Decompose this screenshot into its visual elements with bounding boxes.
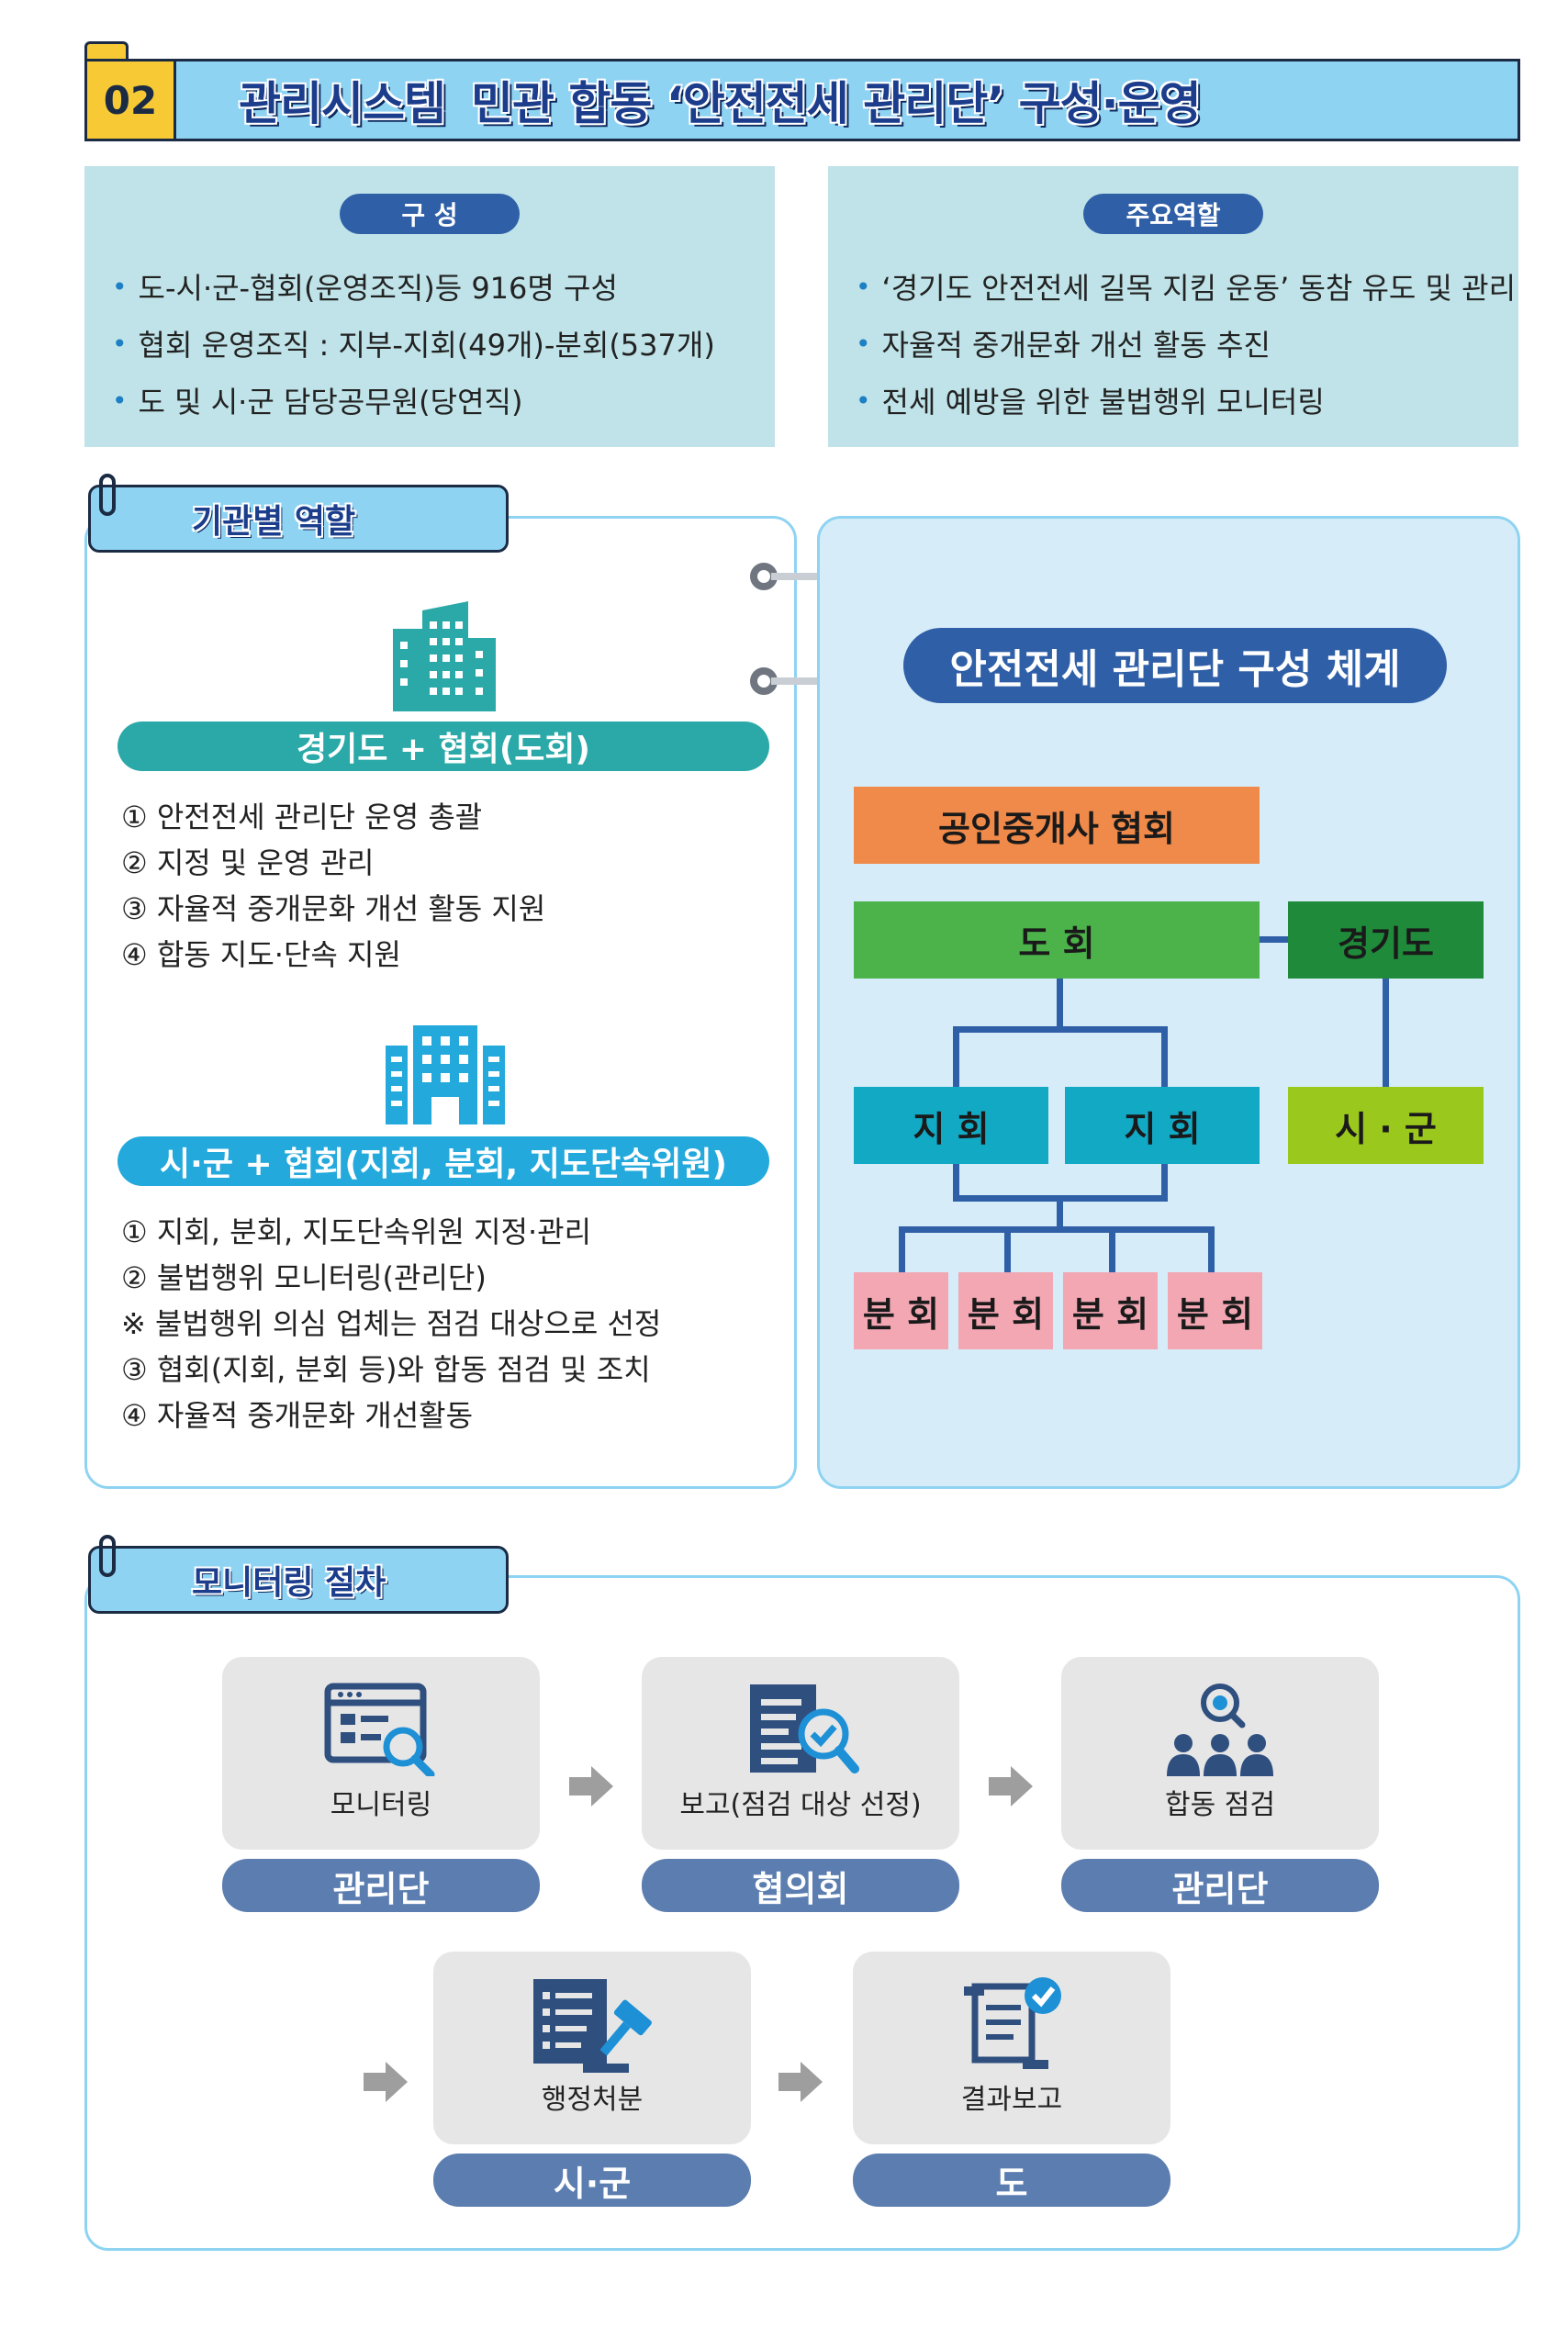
- step-card-report: 보고(점검 대상 선정): [642, 1657, 959, 1850]
- step-label: 보고(점검 대상 선정): [679, 1789, 922, 1821]
- building-icon: [393, 601, 496, 711]
- paperclip-icon: [99, 474, 116, 516]
- connector-line: [1161, 1164, 1168, 1201]
- step-card-administrative-action: 행정처분: [433, 1952, 751, 2144]
- monitor-search-icon: [324, 1683, 435, 1776]
- connector-line: [1109, 1226, 1115, 1272]
- step-card-monitoring: 모니터링: [222, 1657, 540, 1850]
- org-bunhoe-node: 분 회: [1063, 1272, 1158, 1349]
- scroll-check-icon: [964, 1977, 1061, 2069]
- step-actor-bar: 협의회: [642, 1859, 959, 1912]
- list-item: ④ 합동 지도·단속 지원: [121, 937, 401, 972]
- section-title-text: 민관 합동 ‘안전전세 관리단’ 구성·운영: [471, 77, 1202, 130]
- org-chart-title: 안전전세 관리단 구성 체계: [903, 628, 1447, 703]
- connector-line: [953, 1026, 959, 1087]
- composition-list: •도-시·군-협회(운영조직)등 916명 구성 •협회 운영조직 : 지부-지…: [112, 258, 756, 429]
- step-actor-bar: 관리단: [222, 1859, 540, 1912]
- org-association-node: 공인중개사 협회: [854, 787, 1260, 864]
- org-bunhoe-node: 분 회: [854, 1272, 948, 1349]
- list-item: ③ 자율적 중개문화 개선 활동 지원: [121, 891, 546, 926]
- list-item: •협회 운영조직 : 지부-지회(49개)-분회(537개): [112, 328, 715, 363]
- paperclip-icon: [99, 1535, 116, 1577]
- roles-list: •‘경기도 안전전세 길목 지킴 운동’ 동참 유도 및 관리 •자율적 중개문…: [856, 258, 1517, 429]
- folder-tab-decoration: [84, 41, 129, 62]
- step-actor-bar: 시·군: [433, 2154, 751, 2207]
- composition-panel: 구 성 •도-시·군-협회(운영조직)등 916명 구성 •협회 운영조직 : …: [84, 166, 775, 447]
- list-item: ① 지회, 분회, 지도단속위원 지정·관리: [121, 1214, 592, 1249]
- team-gear-icon: [1167, 1684, 1273, 1776]
- step-actor-bar: 관리단: [1061, 1859, 1379, 1912]
- gavel-list-icon: [533, 1979, 652, 2073]
- arrow-right-icon: [364, 2062, 408, 2102]
- agency-roles-tab: 기관별 역할: [88, 485, 509, 553]
- connector-line: [1057, 1195, 1063, 1232]
- section-header: 02 관리시스템 민관 합동 ‘안전전세 관리단’ 구성·운영: [84, 41, 1520, 141]
- roles-panel: 주요역할 •‘경기도 안전전세 길목 지킴 운동’ 동참 유도 및 관리 •자율…: [828, 166, 1518, 447]
- group2-title-bar: 시·군 + 협회(지회, 분회, 지도단속위원): [118, 1136, 769, 1186]
- step-label: 모니터링: [330, 1789, 432, 1821]
- connector-line: [1260, 936, 1288, 943]
- monitoring-tab: 모니터링 절차: [88, 1546, 509, 1614]
- composition-pill: 구 성: [340, 194, 520, 234]
- connector-line: [1208, 1226, 1215, 1272]
- list-item: ③ 협회(지회, 분회 등)와 합동 점검 및 조치: [121, 1352, 651, 1387]
- step-label: 합동 점검: [1165, 1789, 1275, 1821]
- connector-line: [1383, 979, 1389, 1087]
- arrow-right-icon: [569, 1766, 613, 1807]
- section-title: 관리시스템 민관 합동 ‘안전전세 관리단’ 구성·운영: [239, 71, 1202, 131]
- list-item: •‘경기도 안전전세 길목 지킴 운동’ 동참 유도 및 관리: [856, 271, 1517, 306]
- org-jihoe-node: 지 회: [1065, 1087, 1260, 1164]
- org-gyeonggi-node: 경기도: [1288, 901, 1484, 979]
- org-bunhoe-node: 분 회: [958, 1272, 1053, 1349]
- step-label: 행정처분: [541, 2084, 644, 2116]
- list-item: •도-시·군-협회(운영조직)등 916명 구성: [112, 271, 618, 306]
- connector-line: [899, 1226, 905, 1272]
- org-sigun-node: 시 · 군: [1288, 1087, 1484, 1164]
- connector-line: [953, 1026, 1168, 1033]
- step-card-joint-inspection: 합동 점검: [1061, 1657, 1379, 1850]
- section-number: 02: [84, 59, 176, 141]
- list-item: •전세 예방을 위한 불법행위 모니터링: [856, 385, 1325, 420]
- org-jihoe-node: 지 회: [854, 1087, 1048, 1164]
- section-keyword: 관리시스템: [239, 67, 446, 133]
- group1-title-bar: 경기도 + 협회(도회): [118, 722, 769, 771]
- report-check-icon: [750, 1684, 859, 1773]
- connector-line: [1057, 979, 1063, 1032]
- list-item: ① 안전전세 관리단 운영 총괄: [121, 800, 483, 834]
- step-actor-bar: 도: [853, 2154, 1170, 2207]
- group2-list: ① 지회, 분회, 지도단속위원 지정·관리 ② 불법행위 모니터링(관리단) …: [121, 1207, 661, 1437]
- connector-line: [1004, 1226, 1011, 1272]
- arrow-right-icon: [778, 2062, 823, 2102]
- step-label: 결과보고: [960, 2084, 1063, 2116]
- connector-line: [953, 1164, 959, 1201]
- list-item: ② 지정 및 운영 관리: [121, 845, 375, 880]
- org-bunhoe-node: 분 회: [1168, 1272, 1262, 1349]
- roles-pill: 주요역할: [1083, 194, 1263, 234]
- arrow-right-icon: [989, 1766, 1033, 1807]
- org-dohoe-node: 도 회: [854, 901, 1260, 979]
- list-item: ※ 불법행위 의심 업체는 점검 대상으로 선정: [121, 1306, 662, 1341]
- list-item: •자율적 중개문화 개선 활동 추진: [856, 328, 1271, 363]
- list-item: •도 및 시·군 담당공무원(당연직): [112, 385, 523, 420]
- step-card-result-report: 결과보고: [853, 1952, 1170, 2144]
- group1-list: ① 안전전세 관리단 운영 총괄 ② 지정 및 운영 관리 ③ 자율적 중개문화…: [121, 792, 545, 976]
- connector-line: [899, 1226, 1215, 1233]
- building-icon: [386, 1025, 505, 1124]
- list-item: ④ 자율적 중개문화 개선활동: [121, 1398, 474, 1433]
- list-item: ② 불법행위 모니터링(관리단): [121, 1260, 487, 1295]
- connector-line: [1161, 1026, 1168, 1087]
